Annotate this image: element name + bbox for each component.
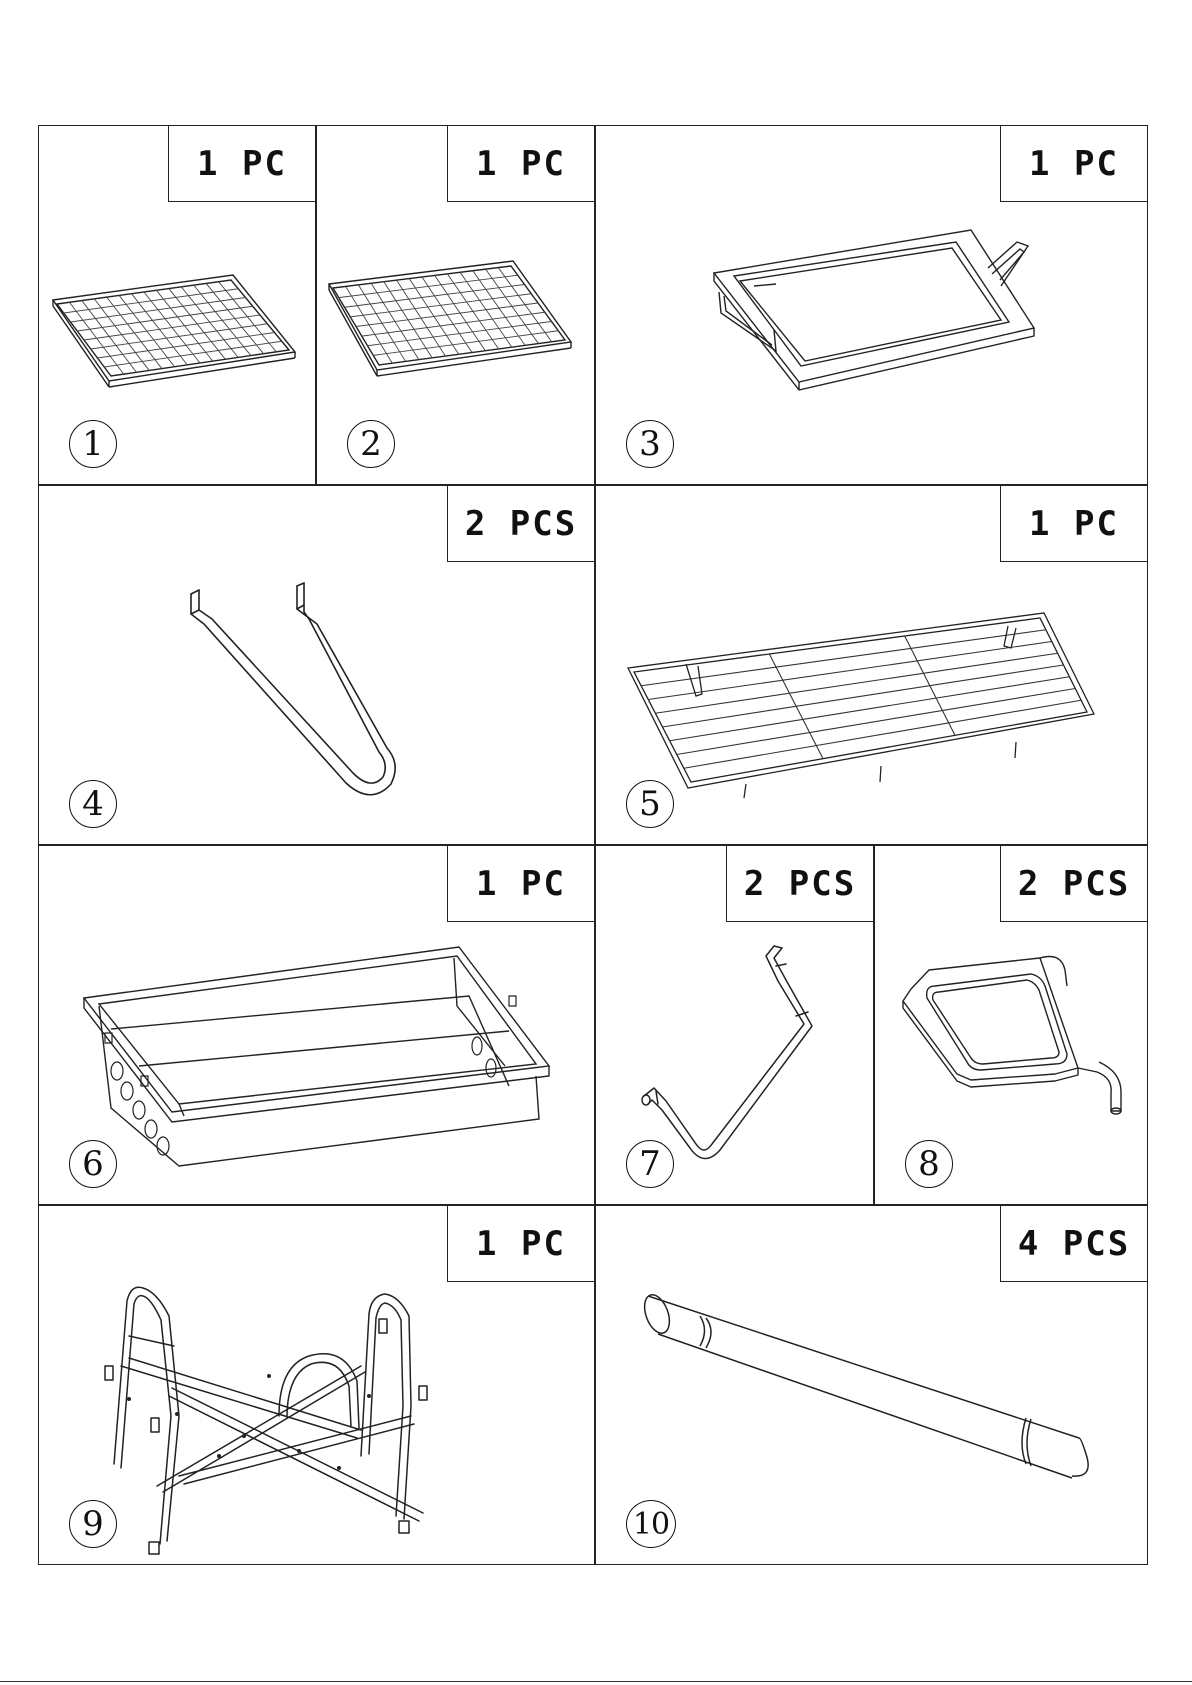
part-cell-8: 2 PCS 8 xyxy=(874,845,1148,1205)
u-handle-icon xyxy=(39,486,595,845)
part-cell-5: 1 PC 5 xyxy=(595,485,1148,845)
folding-stand-icon xyxy=(39,1206,595,1565)
part-number-badge: 9 xyxy=(69,1500,117,1548)
part-number-badge: 8 xyxy=(905,1140,953,1188)
part-cell-7: 2 PCS 7 xyxy=(595,845,874,1205)
part-cell-6: 1 PC xyxy=(38,845,595,1205)
griddle-pan-icon xyxy=(596,126,1148,485)
parts-list-grid: 1 PC 1 1 PC 2 1 PC xyxy=(38,125,1148,1565)
part-number-badge: 3 xyxy=(626,420,674,468)
part-number-badge: 1 xyxy=(69,420,117,468)
part-cell-1: 1 PC 1 xyxy=(38,125,316,485)
part-cell-2: 1 PC 2 xyxy=(316,125,595,485)
part-number-badge: 5 xyxy=(626,780,674,828)
part-number-badge: 6 xyxy=(69,1140,117,1188)
part-cell-3: 1 PC 3 xyxy=(595,125,1148,485)
part-cell-10: 4 PCS 10 xyxy=(595,1205,1148,1565)
leg-tube-icon xyxy=(596,1206,1148,1565)
part-number-badge: 4 xyxy=(69,780,117,828)
wire-rack-icon xyxy=(596,486,1148,845)
part-cell-4: 2 PCS 4 xyxy=(38,485,595,845)
part-number-badge: 10 xyxy=(626,1500,676,1548)
part-number-badge: 7 xyxy=(626,1140,674,1188)
footer-rule xyxy=(0,1681,1192,1682)
part-cell-9: 1 PC xyxy=(38,1205,595,1565)
charcoal-box-icon xyxy=(39,846,595,1205)
part-number-badge: 2 xyxy=(347,420,395,468)
